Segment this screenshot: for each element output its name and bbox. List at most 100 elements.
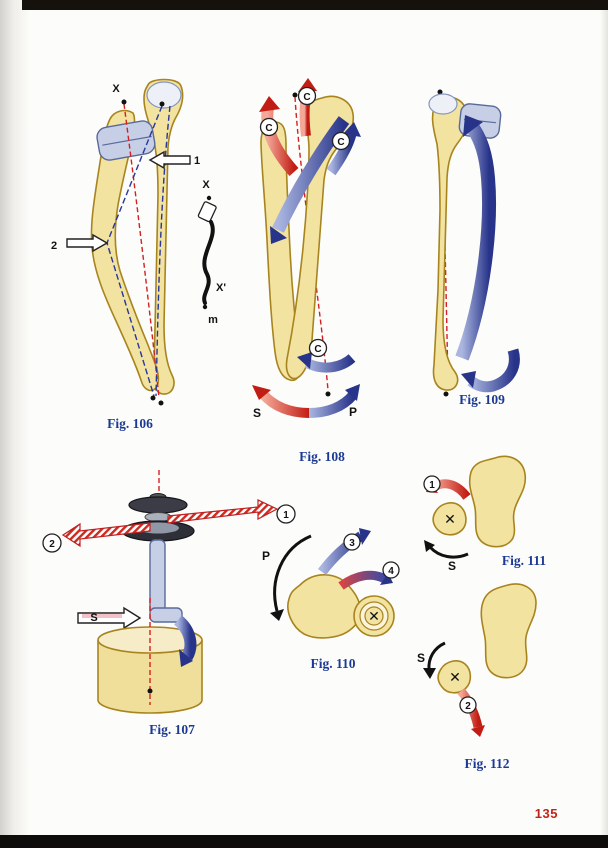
label-1: 1	[429, 480, 435, 491]
bottom-hook-blue-arrow	[467, 348, 520, 393]
left-bone	[260, 121, 302, 382]
figure-110: P ✕ 3 4 Fig. 110	[262, 528, 400, 671]
figure-106: X 1 2 Fig. 106	[51, 78, 200, 431]
caption-fig-109: Fig. 109	[459, 392, 505, 407]
force-arrow-2-icon	[66, 233, 109, 253]
page-left-shadow	[0, 0, 30, 848]
couple-blue-arrow-bottom	[304, 354, 356, 373]
caption-fig-110: Fig. 110	[310, 656, 355, 671]
force-arrow-1-icon	[148, 150, 191, 170]
axis-cross-mark: ✕	[449, 670, 461, 686]
label-p: P	[349, 405, 357, 419]
supination-arc-red	[259, 390, 310, 418]
black-arrowhead-icon	[423, 668, 436, 679]
arrow-4-gradient	[338, 570, 388, 590]
label-c: C	[337, 137, 344, 148]
couple-blue-arrow-right	[326, 132, 357, 176]
radius-cross-section-small	[432, 502, 467, 536]
axis-point-bottom	[325, 391, 331, 397]
caption-fig-108: Fig. 108	[299, 449, 345, 464]
axis-point-bottom-right	[158, 400, 164, 406]
page-right-shadow	[600, 0, 608, 848]
blue-arrowhead-icon	[343, 122, 361, 137]
axis-point-top-left	[121, 99, 127, 105]
shaft-collar	[144, 512, 172, 522]
axis-point-top-right	[159, 101, 165, 107]
label-x-top: X	[202, 179, 210, 191]
radius-bone	[90, 109, 160, 392]
page-number: 135	[534, 806, 558, 821]
axis-cross-mark: ✕	[444, 512, 456, 528]
hatched-arrow-1	[167, 499, 279, 524]
label-s: S	[448, 559, 456, 573]
bone-head-cap	[428, 93, 458, 115]
label-s: S	[90, 612, 97, 624]
label-s: S	[253, 406, 261, 420]
crossing-blue-arrow	[272, 116, 350, 233]
supination-black-arc	[428, 545, 469, 559]
label-3: 3	[349, 538, 355, 549]
label-p: P	[262, 549, 270, 563]
blue-arrowhead-icon	[179, 649, 193, 667]
hatched-arrow-2	[61, 522, 151, 548]
axis-point-top	[292, 92, 298, 98]
trochlea-pulley	[96, 120, 156, 161]
ulna-bone	[143, 78, 184, 395]
red-arrowhead-icon	[471, 725, 485, 737]
scan-top-edge	[22, 0, 608, 10]
blue-arrowhead-icon	[345, 384, 360, 401]
label-c: C	[303, 92, 310, 103]
red-arrowhead-icon	[252, 385, 271, 400]
caption-fig-112: Fig. 112	[464, 756, 509, 771]
figure-112: S ✕ 2 Fig. 112	[417, 583, 537, 771]
supination-black-arc	[427, 641, 446, 671]
label-2: 2	[51, 240, 57, 252]
ulna-head-inner	[364, 606, 384, 626]
long-axis-blue-dashed	[155, 105, 171, 397]
label-2: 2	[49, 539, 55, 550]
blue-arrowhead-icon	[359, 528, 371, 545]
figure-109: Fig. 109	[428, 89, 520, 407]
bone-segment-icon	[197, 201, 217, 223]
label-x: X	[112, 83, 120, 95]
figure-108: C C C C S P Fig. 108	[252, 78, 361, 464]
axis-cross-mark: ✕	[368, 609, 380, 625]
label-2: 2	[465, 701, 471, 712]
figure-111: 1 ✕ S Fig. 111	[423, 455, 546, 573]
couple-red-arrow-left	[261, 106, 299, 177]
axis-point-top	[437, 89, 443, 95]
blue-arrowhead-icon	[461, 371, 476, 388]
cylinder-body	[97, 640, 203, 714]
label-c: C	[314, 344, 321, 355]
caption-fig-107: Fig. 107	[149, 722, 195, 737]
crank-blue-arrow	[173, 615, 197, 661]
label-1: 1	[194, 155, 200, 167]
arrow-pink-stripe	[82, 614, 122, 618]
label-4-circle	[382, 561, 400, 579]
axis-point	[206, 195, 212, 201]
radius-cross-section-small	[437, 660, 472, 694]
rotation-blue-arrow	[455, 124, 496, 361]
label-x-prime: X'	[216, 282, 226, 294]
figure-107: 1 2 S Fig. 107	[42, 470, 296, 737]
inset-broken-axis: X X' m	[197, 179, 226, 326]
axis-point-bottom-left	[150, 395, 156, 401]
axis-point	[147, 688, 153, 694]
red-arrowhead-icon	[259, 96, 280, 112]
black-arrowhead-icon	[270, 609, 284, 621]
ulna-distal-shape	[468, 455, 527, 548]
bone-head-cap	[146, 81, 182, 109]
label-c: C	[265, 123, 272, 134]
crossing-blue-arrowhead-icon	[270, 226, 287, 244]
ulna-distal-shape	[480, 583, 537, 679]
label-1: 1	[283, 510, 289, 521]
label-s: S	[417, 651, 425, 665]
label-1-circle	[423, 475, 441, 493]
axis-point-bottom	[443, 391, 449, 397]
label-2-circle	[459, 696, 477, 714]
caption-fig-106: Fig. 106	[107, 416, 153, 431]
crank-vertical-arm	[149, 539, 166, 616]
blue-arrowhead-icon	[380, 573, 393, 585]
pronation-black-arc	[273, 534, 312, 612]
